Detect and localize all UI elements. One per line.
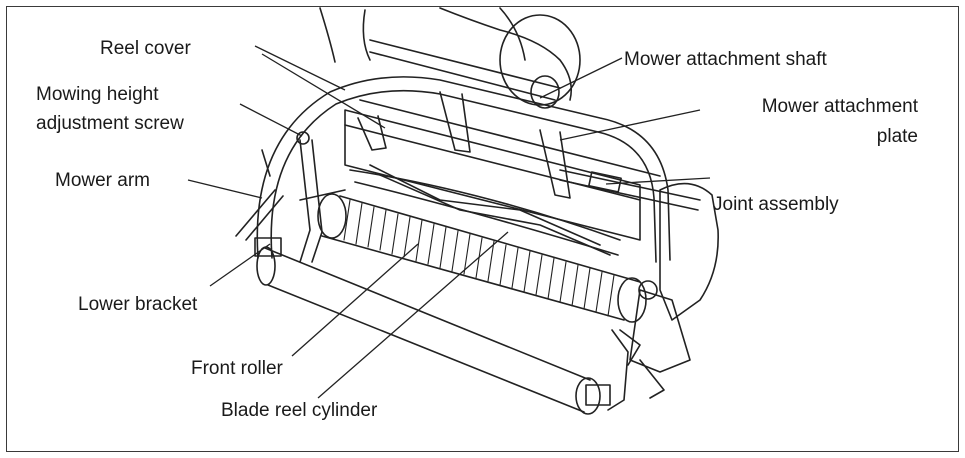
left-arm xyxy=(235,131,346,263)
attachment-shaft xyxy=(369,39,561,109)
blade-reel xyxy=(349,164,621,256)
right-gearbox xyxy=(619,182,719,399)
label-mower-arm: Mower arm xyxy=(55,170,151,191)
label-mower-attachment-plate-line1: Mower attachment xyxy=(761,96,918,117)
label-blade-reel-cylinder: Blade reel cylinder xyxy=(221,400,378,421)
leader-mowing-height xyxy=(239,103,303,137)
label-reel-cover: Reel cover xyxy=(100,38,191,59)
joint-rod xyxy=(559,169,701,211)
right-arm xyxy=(585,329,629,411)
front-roller xyxy=(317,193,647,323)
label-joint-assembly: Joint assembly xyxy=(713,194,839,215)
leader-blade-reel xyxy=(317,231,509,399)
label-mower-attachment-shaft: Mower attachment shaft xyxy=(624,49,827,70)
leader-lower-bracket xyxy=(209,243,271,287)
label-mowing-height-line1: Mowing height xyxy=(36,84,159,105)
roller-ribs xyxy=(343,199,615,317)
label-mower-attachment-plate-line2: plate xyxy=(876,126,918,147)
label-mowing-height-line2: adjustment screw xyxy=(36,113,184,134)
leader-front-roller xyxy=(291,243,419,357)
label-lower-bracket: Lower bracket xyxy=(78,294,198,315)
leader-mower-arm xyxy=(187,179,263,199)
diagram-frame xyxy=(6,6,959,452)
leader-attachment-plate xyxy=(559,109,701,141)
leader-reel-cover-1 xyxy=(254,45,346,91)
leader-attachment-shaft xyxy=(539,57,623,99)
leader-lines xyxy=(187,45,711,399)
label-front-roller: Front roller xyxy=(191,358,283,379)
attachment-plates xyxy=(357,91,571,199)
tractor-wheel xyxy=(319,7,581,106)
leader-reel-cover-2 xyxy=(261,53,386,129)
rear-roller xyxy=(256,246,601,415)
leader-joint-assembly xyxy=(605,177,711,185)
